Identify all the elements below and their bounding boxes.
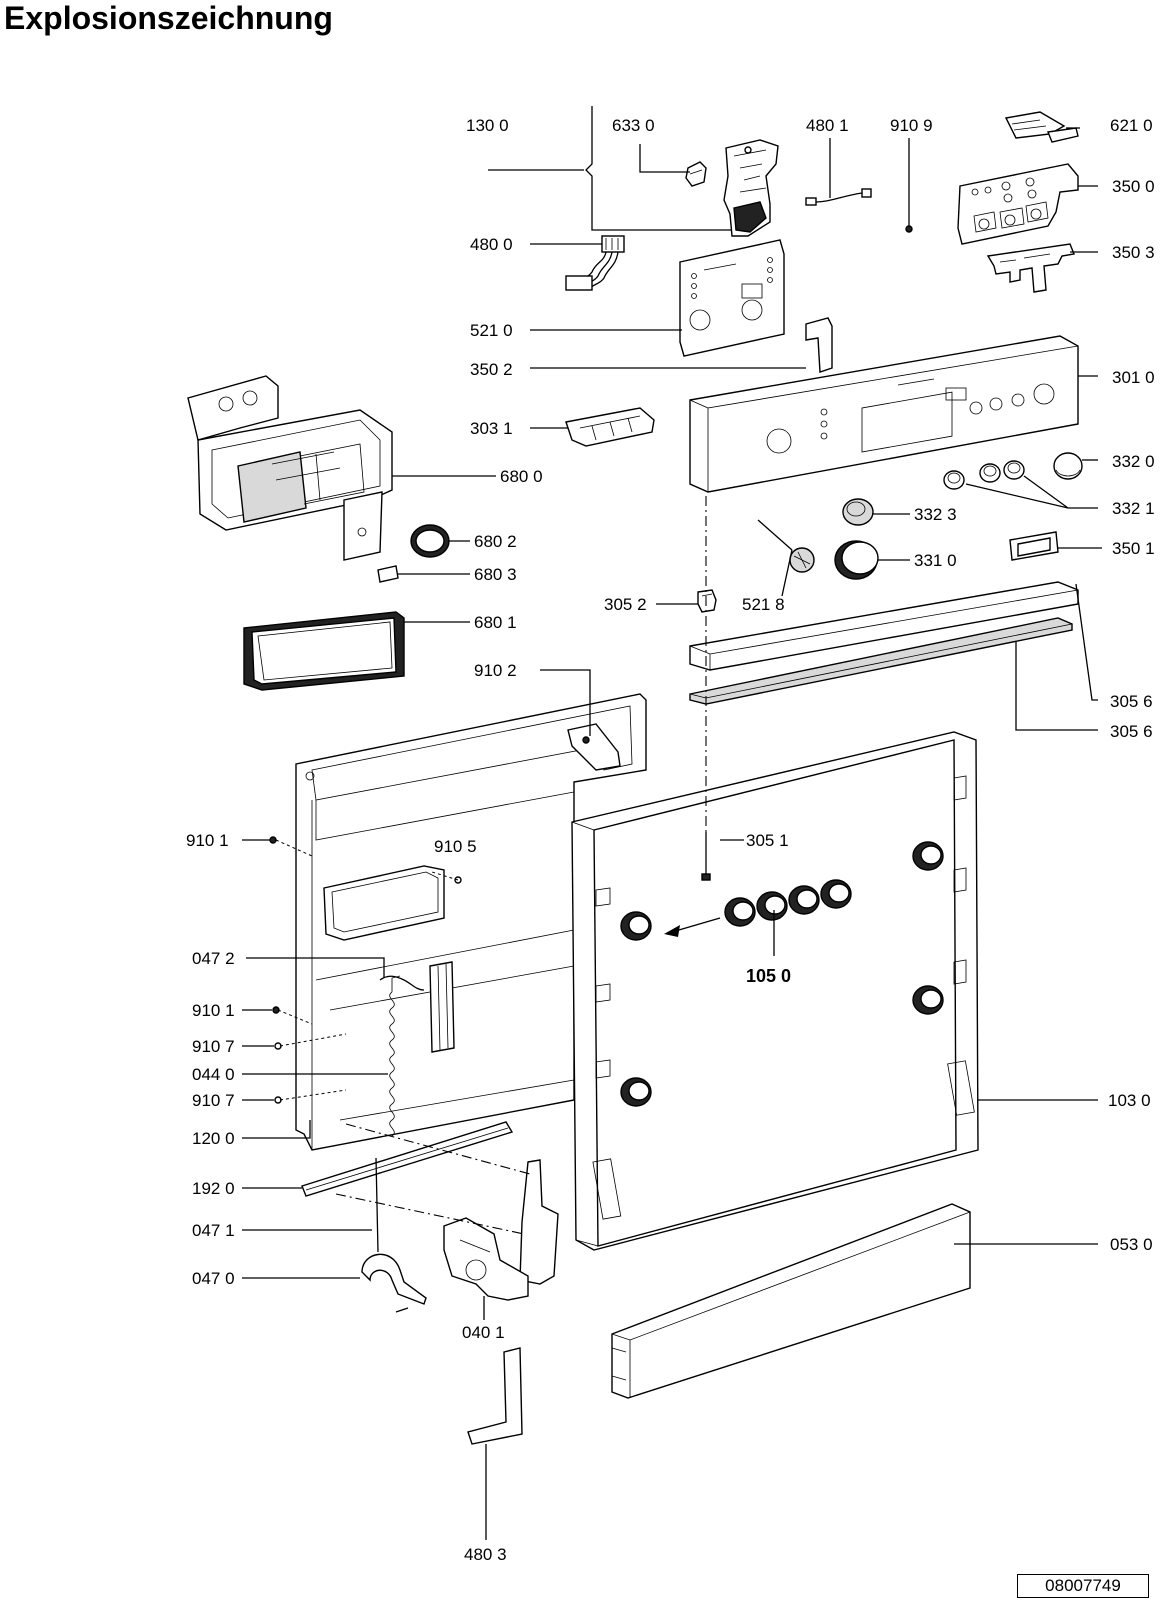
part-label-0472: 047 2: [192, 949, 235, 968]
part-drawing-6803: [377, 565, 399, 583]
part-drawing-6210: [1004, 111, 1079, 143]
part-label-3056b: 305 6: [1110, 722, 1153, 741]
part-drawing-1300: [723, 139, 779, 237]
part-drawing-3052: [697, 589, 717, 613]
alignment-line-screws: [275, 839, 459, 1101]
part-label-3056a: 305 6: [1110, 692, 1153, 711]
part-label-0470: 047 0: [192, 1269, 235, 1288]
part-label-3051: 305 1: [746, 831, 789, 850]
part-label-3031: 303 1: [470, 419, 513, 438]
part-drawing-1050: [664, 879, 852, 937]
part-drawing-9109: [905, 225, 913, 233]
part-drawing-3321: [943, 460, 1025, 490]
alignment-line-hinge: [335, 1123, 531, 1235]
part-label-3010: 301 0: [1112, 368, 1155, 387]
part-label-0401: 040 1: [462, 1323, 505, 1342]
part-label-3323: 332 3: [914, 505, 957, 524]
part-drawing-0472: [379, 975, 425, 991]
part-label-6802: 680 2: [474, 532, 517, 551]
document-number: 08007749: [1045, 1576, 1121, 1595]
part-label-3320: 332 0: [1112, 452, 1155, 471]
part-drawing-3320: [1053, 452, 1083, 480]
part-drawing-3323: [842, 498, 874, 526]
part-drawing-0470: [361, 1253, 427, 1313]
part-drawing-6800: [187, 375, 393, 561]
part-label-1050: 105 0: [746, 966, 791, 986]
part-drawing-3031: [565, 407, 655, 447]
part-drawing-4800: [565, 235, 625, 291]
part-label-3052: 305 2: [604, 595, 647, 614]
part-drawing-3500: [957, 163, 1079, 245]
part-drawing-1030: [571, 731, 979, 1251]
part-drawing-3501: [1009, 531, 1059, 561]
part-drawing-5210: [679, 239, 785, 357]
part-label-1030: 103 0: [1108, 1091, 1151, 1110]
part-label-6803: 680 3: [474, 565, 517, 584]
part-drawing-frame-window: [323, 865, 445, 941]
part-label-9105: 910 5: [434, 837, 477, 856]
part-label-3503: 350 3: [1112, 243, 1155, 262]
part-label-3500: 350 0: [1112, 177, 1155, 196]
part-label-9107b: 910 7: [192, 1091, 235, 1110]
part-drawing-4803: [467, 1347, 523, 1445]
part-label-3502: 350 2: [470, 360, 513, 379]
part-drawing-6802: [410, 524, 450, 558]
part-label-1920: 192 0: [192, 1179, 235, 1198]
part-drawing-3051: [701, 832, 711, 881]
part-label-6800: 680 0: [500, 467, 543, 486]
document-number-box: [1017, 1574, 1149, 1598]
part-drawing-0471: [375, 1157, 379, 1253]
part-label-6210: 621 0: [1110, 116, 1153, 135]
part-drawing-6801: [243, 611, 405, 691]
part-drawing-3310: [834, 540, 879, 580]
leader-lines: [242, 106, 1102, 1540]
part-label-3321: 332 1: [1112, 499, 1155, 518]
part-drawing-1920: [301, 1121, 514, 1197]
part-label-4803: 480 3: [464, 1545, 507, 1564]
part-labels: 130 0 633 0 480 1 910 9 621 0 350 0 350 …: [186, 116, 1155, 1564]
part-drawing-6330: [685, 161, 707, 187]
part-label-9107a: 910 7: [192, 1037, 235, 1056]
part-label-1200: 120 0: [192, 1129, 235, 1148]
part-drawing-3010: [689, 335, 1079, 493]
part-drawing-9102: [567, 723, 621, 771]
part-label-4801: 480 1: [806, 116, 849, 135]
part-drawing-5218: [757, 519, 815, 573]
part-label-5210: 521 0: [470, 321, 513, 340]
part-label-9101b: 910 1: [192, 1001, 235, 1020]
part-label-9102: 910 2: [474, 661, 517, 680]
part-drawing-0401: [443, 1159, 559, 1301]
part-drawing-1200: [295, 693, 647, 1151]
part-label-4800: 480 0: [470, 235, 513, 254]
part-label-0440: 044 0: [192, 1065, 235, 1084]
part-label-9109: 910 9: [890, 116, 933, 135]
part-label-0471: 047 1: [192, 1221, 235, 1240]
part-drawing-3056: [689, 581, 1079, 705]
part-label-0530: 053 0: [1110, 1235, 1153, 1254]
part-label-3310: 331 0: [914, 551, 957, 570]
part-label-3501: 350 1: [1112, 539, 1155, 558]
part-label-9101a: 910 1: [186, 831, 229, 850]
part-label-5218: 521 8: [742, 595, 785, 614]
part-drawing-3502: [805, 317, 833, 373]
page-title: Explosionszeichnung: [4, 0, 333, 36]
part-drawing-3503: [986, 243, 1075, 293]
part-drawing-4801: [805, 188, 872, 206]
part-label-1300: 130 0: [466, 116, 509, 135]
part-drawing-0530: [611, 1203, 971, 1399]
part-drawing-0440: [389, 975, 401, 1137]
part-label-6330: 633 0: [612, 116, 655, 135]
part-drawing-9101a: [269, 836, 277, 844]
part-label-6801: 680 1: [474, 613, 517, 632]
